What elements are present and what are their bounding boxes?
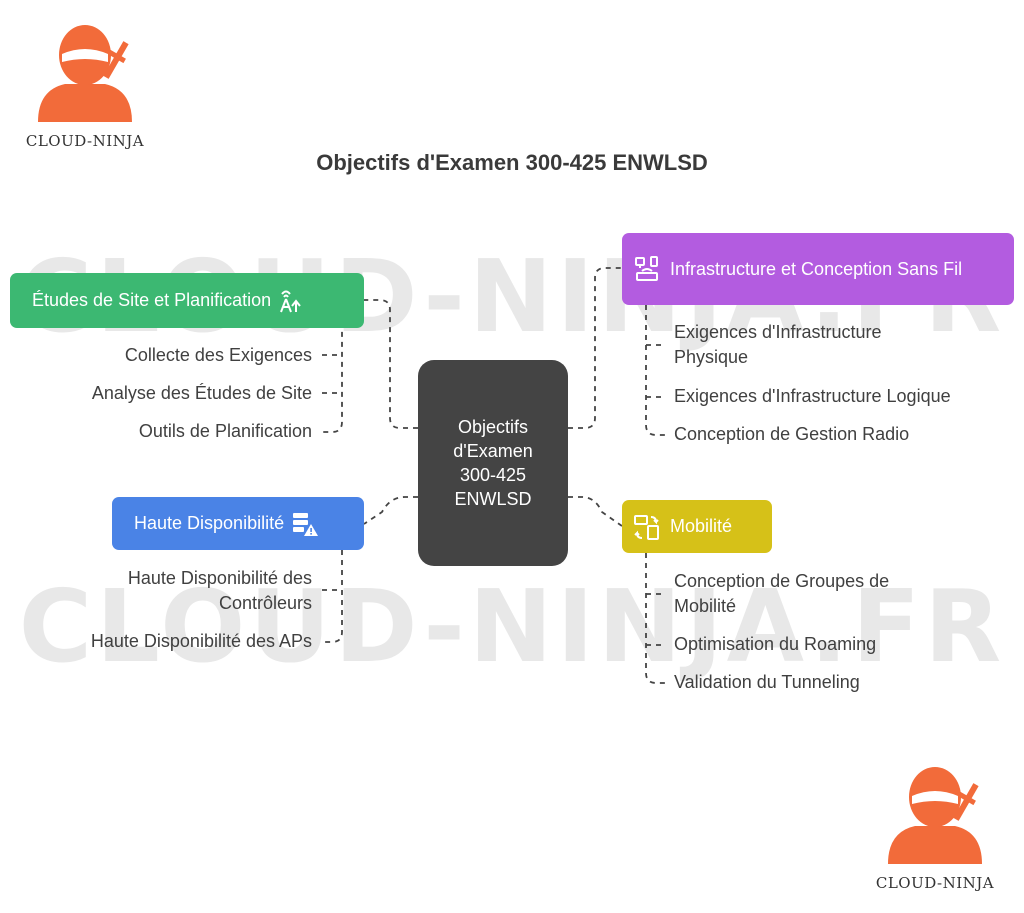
connector-infra-items	[645, 305, 666, 436]
item-physical-infrastructure: Exigences d'Infrastructure Physique	[674, 322, 882, 367]
topic-high-availability: Haute Disponibilité	[112, 497, 364, 550]
page-title: Objectifs d'Examen 300-425 ENWLSD	[316, 150, 708, 175]
connector-mob	[568, 496, 623, 527]
item-site-survey-analysis: Analyse des Études de Site	[91, 383, 312, 403]
topic-site-surveys: Études de Site et Planification	[10, 273, 364, 328]
item-planning-tools: Outils de Planification	[138, 421, 312, 441]
topic-label: Études de Site et Planification	[32, 290, 272, 310]
connector-mob-items	[645, 553, 666, 684]
topic-mobility: Mobilité	[622, 500, 772, 553]
mobile-sync-icon	[634, 514, 660, 540]
central-topic-box: Objectifs d'Examen 300-425 ENWLSD	[418, 360, 568, 566]
topic-label: Haute Disponibilité	[134, 513, 285, 533]
cloud-ninja-logo: CLOUD-NINJA	[20, 10, 150, 150]
topic-label: Mobilité	[670, 516, 733, 536]
ninja-icon	[888, 767, 982, 864]
item-controller-ha: Haute Disponibilité des Contrôleurs	[127, 568, 312, 613]
connector-ha	[363, 496, 418, 525]
central-topic-label: Objectifs d'Examen 300-425 ENWLSD	[453, 417, 533, 509]
topic-wireless-infrastructure: Infrastructure et Conception Sans Fil	[622, 233, 1014, 305]
item-roaming-optimization: Optimisation du Roaming	[674, 634, 877, 654]
antenna-signal-icon	[277, 288, 303, 314]
topic-label: Infrastructure et Conception Sans Fil	[670, 258, 963, 279]
item-mobility-groups: Conception de Groupes de Mobilité	[674, 571, 890, 616]
connector-infra	[568, 267, 622, 429]
item-radio-management: Conception de Gestion Radio	[674, 424, 910, 444]
logo-text: CLOUD-NINJA	[875, 874, 995, 892]
server-warning-icon	[292, 511, 319, 537]
cloud-ninja-logo: CLOUD-NINJA	[870, 752, 1000, 892]
item-tunneling-validation: Validation du Tunneling	[674, 672, 860, 692]
network-router-icon	[634, 256, 660, 282]
ninja-icon	[38, 25, 132, 122]
connector-sites	[364, 299, 418, 429]
logo-text: CLOUD-NINJA	[25, 132, 145, 150]
item-requirements-collection: Collecte des Exigences	[124, 345, 312, 365]
connector-ha-items	[322, 550, 343, 643]
item-ap-ha: Haute Disponibilité des APs	[90, 631, 312, 651]
connector-sites-items	[322, 299, 364, 433]
item-logical-infrastructure: Exigences d'Infrastructure Logique	[674, 386, 951, 406]
